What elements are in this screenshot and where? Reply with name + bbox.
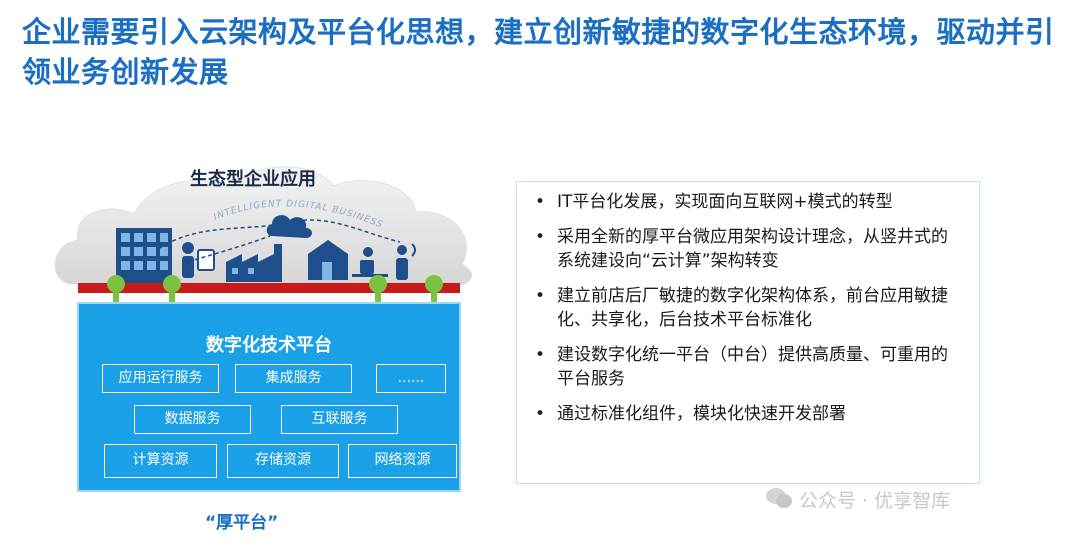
watermark: 公众号 · 优享智库 bbox=[765, 482, 1065, 516]
watermark-text: 公众号 · 优享智库 bbox=[799, 490, 951, 512]
resource-box-compute: 计算资源 bbox=[104, 444, 217, 478]
service-box-data: 数据服务 bbox=[134, 405, 251, 434]
service-box-app-runtime: 应用运行服务 bbox=[102, 364, 219, 393]
platform-title: 数字化技术平台 bbox=[206, 335, 332, 356]
building-icon bbox=[116, 228, 172, 284]
bullet-panel: IT平台化发展，实现面向互联网+模式的转型 采用全新的厚平台微应用架构设计理念，… bbox=[516, 181, 980, 484]
person-icon bbox=[182, 242, 194, 278]
ecosystem-cloud bbox=[54, 166, 473, 287]
digital-tech-platform: 数字化技术平台 应用运行服务 集成服务 ...... 数据服务 互联服务 计算资… bbox=[77, 302, 461, 492]
bullet-item: 采用全新的厚平台微应用架构设计理念，从竖井式的系统建设向“云计算”架构转变 bbox=[535, 225, 961, 273]
tablet-icon bbox=[197, 249, 215, 271]
bullet-item: 建设数字化统一平台（中台）提供高质量、可重用的平台服务 bbox=[535, 343, 961, 391]
integration-bar bbox=[78, 283, 460, 293]
service-box-integration: 集成服务 bbox=[235, 364, 352, 393]
factory-icon bbox=[226, 244, 282, 282]
service-box-more: ...... bbox=[376, 364, 446, 393]
service-box-interconnect: 互联服务 bbox=[281, 405, 398, 434]
cloud-icon bbox=[266, 215, 312, 238]
thick-platform-label: “厚平台” bbox=[205, 513, 279, 533]
resource-box-network: 网络资源 bbox=[348, 444, 457, 478]
bullet-item: IT平台化发展，实现面向互联网+模式的转型 bbox=[535, 190, 961, 214]
svg-text:INTELLIGENT DIGITAL BUSINESS: INTELLIGENT DIGITAL BUSINESS bbox=[212, 199, 384, 230]
page-title: 企业需要引入云架构及平台化思想，建立创新敏捷的数字化生态环境，驱动并引领业务创新… bbox=[22, 15, 1055, 89]
wifi-person-icon bbox=[396, 243, 416, 280]
wechat-icon bbox=[766, 488, 792, 508]
resource-box-storage: 存储资源 bbox=[227, 444, 339, 478]
ecosystem-subtitle: INTELLIGENT DIGITAL BUSINESS bbox=[212, 199, 383, 230]
bullet-item: 建立前店后厂敏捷的数字化架构体系，前台应用敏捷化、共享化，后台技术平台标准化 bbox=[535, 284, 961, 332]
ecosystem-title: 生态型企业应用 bbox=[190, 169, 316, 190]
ecosystem-subtitle-arc: INTELLIGENT DIGITAL BUSINESS bbox=[212, 199, 384, 230]
bullet-item: 通过标准化组件，模块化快速开发部署 bbox=[535, 402, 961, 426]
desk-worker-icon bbox=[352, 247, 388, 277]
house-icon bbox=[308, 240, 348, 280]
